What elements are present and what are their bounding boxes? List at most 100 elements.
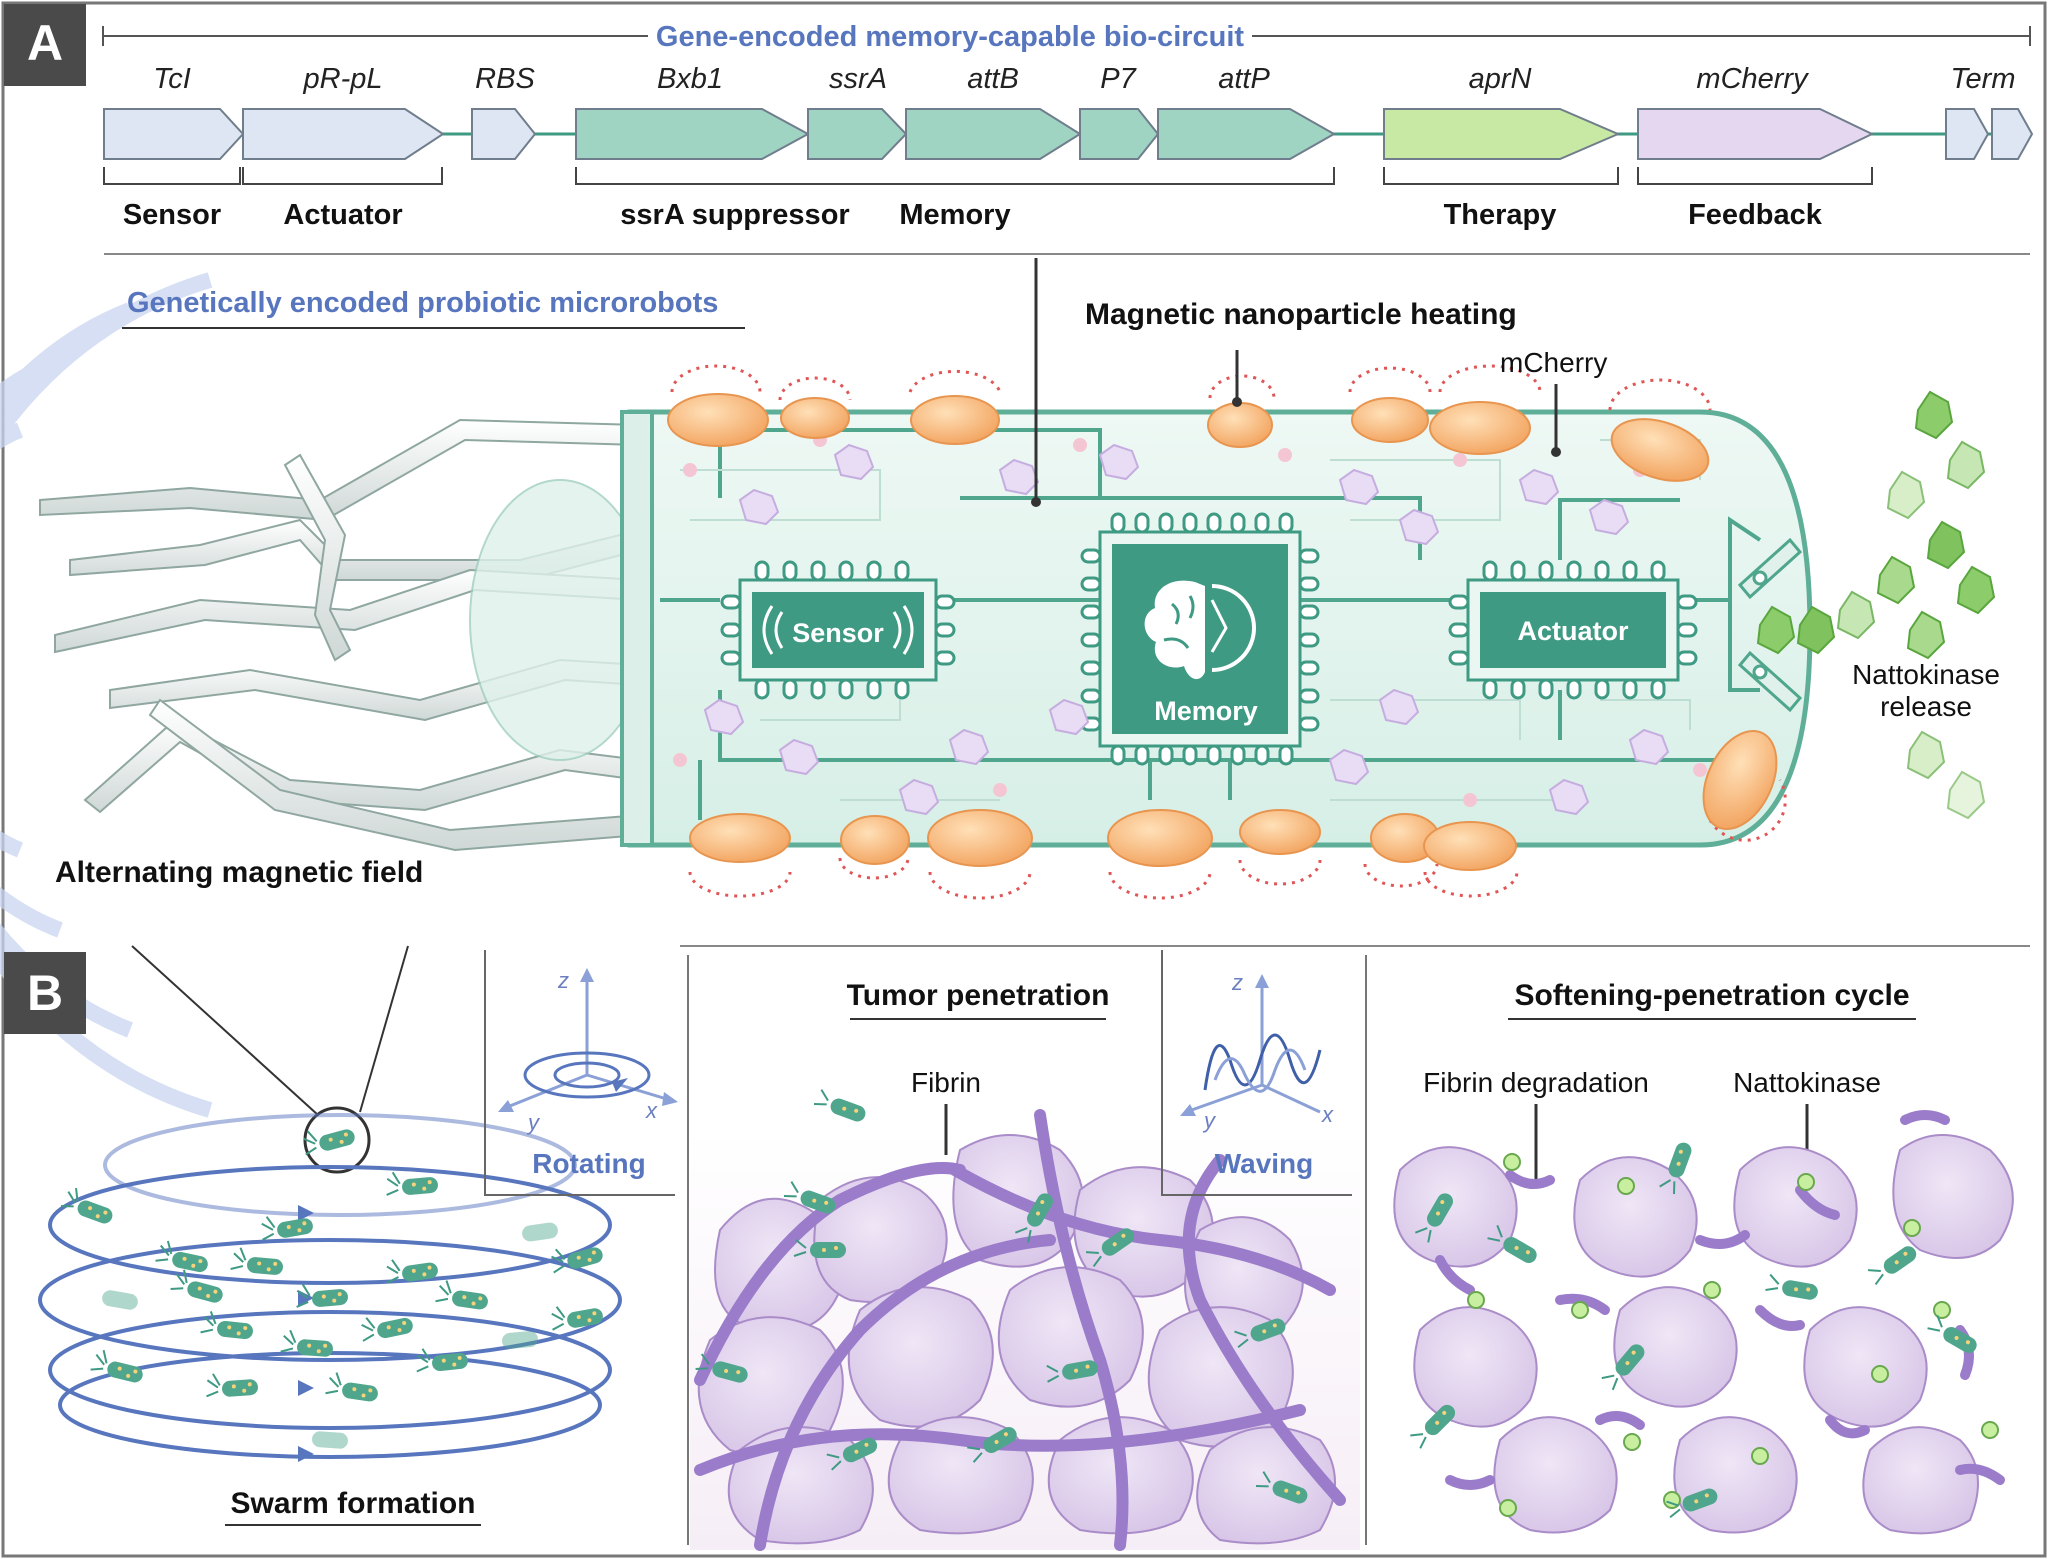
memory-chip: Memory (1080, 512, 1320, 766)
swarm-bacterium (90, 1349, 143, 1383)
swarm-bacteria (60, 1129, 603, 1449)
gene-label: Bxb1 (657, 63, 723, 95)
gene-label: attP (1218, 63, 1270, 95)
fibrin-strand (754, 1234, 1056, 1551)
tumor-cell (1803, 1306, 1928, 1428)
zoom-line-left (131, 945, 319, 1116)
cycle-cells (1393, 1134, 2014, 1535)
tumor-cell (1196, 1426, 1336, 1545)
nanoparticle (840, 815, 910, 865)
tumor-bacterium (813, 1089, 866, 1122)
swarm-bacterium (386, 1171, 438, 1196)
nanoparticle (927, 809, 1033, 867)
nattokinase-molecule (1946, 770, 1986, 820)
nattokinase-molecule (1906, 610, 1946, 660)
sensor-chip: Sensor (720, 560, 956, 700)
sensor-waves-icon (762, 605, 914, 655)
nattokinase-molecule (1906, 730, 1946, 780)
circuit-title: Gene-encoded memory-capable bio-circuit (656, 21, 1245, 53)
gene-label: attB (967, 63, 1019, 95)
panel-a: A Gene-encoded memory-capable bio-circui… (0, 4, 2034, 1118)
gene-label: Term (1951, 63, 2016, 95)
function-label: ssrA suppressor (620, 199, 849, 231)
degradation-label: Fibrin degradation (1423, 1067, 1649, 1098)
zoom-line-right (359, 945, 409, 1113)
sensor-chip-label: Sensor (792, 618, 884, 648)
gene-label: ssrA (829, 63, 887, 95)
actuator-chip: Actuator (1448, 560, 1698, 700)
fibrin-fragment (1595, 1411, 1645, 1430)
function-brackets (103, 167, 1873, 185)
tumor-bacterium (1014, 1193, 1053, 1243)
secretion-gate (1737, 537, 1803, 713)
tumor-cell (1573, 1156, 1698, 1278)
swarm-bacterium (170, 1269, 223, 1303)
clock-icon (1211, 584, 1256, 672)
gene-arrow-tci (103, 108, 245, 160)
microrobot-title: Genetically encoded probiotic microrobot… (127, 287, 718, 319)
cycle-bacteria (1410, 1142, 1977, 1519)
gene-label: RBS (475, 63, 535, 95)
heating-label: Magnetic nanoparticle heating (1085, 298, 1517, 331)
tumor-bacterium (826, 1437, 878, 1471)
swarm-bacterium (551, 1247, 603, 1274)
waving-label: Waving (1215, 1148, 1314, 1179)
inner-dots (673, 433, 1707, 807)
nanoparticle (1423, 821, 1517, 871)
cycle-bacterium (1927, 1314, 1977, 1353)
panel-b-letter: B (27, 965, 63, 1021)
swarm-bacterium (200, 1311, 253, 1340)
cycle-bacterium (1414, 1193, 1453, 1243)
swarm-bacterium (551, 1306, 603, 1331)
memory-chip-label: Memory (1154, 696, 1258, 726)
panel-a-letter-box (4, 4, 86, 86)
cycle-bacterium (1659, 1142, 1692, 1195)
nanoparticle (667, 393, 769, 447)
swarm-bacterium (296, 1283, 348, 1308)
waving-axis-y: y (1202, 1108, 1217, 1133)
swarm-bacterium (416, 1348, 468, 1373)
fibrin-fragments (1435, 1110, 2005, 1490)
cycle-bacterium (1765, 1273, 1818, 1300)
magnetic-nanoparticles (667, 364, 1787, 900)
swarm-bacterium (386, 1259, 438, 1284)
swarm-bacterium (502, 1331, 538, 1349)
nattokinase-molecule (1756, 605, 1796, 655)
tumor-cell (1393, 1146, 1518, 1268)
gene-label-group: TcI pR-pL RBS Bxb1 ssrA attB P7 attP apr… (153, 63, 2015, 95)
swarm-bacterium (280, 1329, 333, 1357)
fibrin-fragment (1755, 1305, 1805, 1331)
tumor-cell (1613, 1286, 1738, 1408)
fibrin-fragment (1695, 1230, 1750, 1249)
swarm-bacterium (60, 1187, 113, 1224)
gene-arrow-attb (905, 108, 1082, 160)
fibrin-fragment (1435, 1255, 1475, 1295)
gene-arrow-mcherry (1637, 108, 1875, 160)
nanoparticle (1351, 397, 1429, 443)
rotating-axis-z: z (557, 968, 569, 993)
cycle-bacterium (1666, 1488, 1718, 1519)
swarm-bacterium (230, 1247, 283, 1275)
fibrin-strand (694, 1404, 1306, 1476)
swarm-bacterium (155, 1240, 208, 1273)
rotating-axis-y: y (526, 1110, 541, 1135)
gene-arrow-prpl (242, 108, 445, 160)
orbit-arrows (298, 1205, 314, 1462)
cycle-nattokinase-dots (1467, 1153, 1999, 1517)
waving-inset: z x y Waving (1161, 950, 1352, 1196)
gene-arrows (103, 108, 2034, 160)
tumor-cell (1892, 1134, 2014, 1259)
release-label-line1: Nattokinase (1852, 659, 2000, 690)
fibrin-label: Fibrin (911, 1067, 981, 1098)
swarm-bacterium (303, 1129, 355, 1156)
gene-arrow-aprn (1383, 108, 1621, 160)
tumor-title: Tumor penetration (847, 979, 1110, 1012)
gene-label: P7 (1100, 63, 1137, 95)
fibrin-fragment (1505, 1170, 1555, 1189)
rotating-inset: z x y Rotating (484, 950, 678, 1196)
mcherry-proteins (703, 443, 1670, 816)
nanoparticle (1239, 809, 1321, 855)
cycle-bacterium (1410, 1404, 1456, 1449)
swarm-orbits (38, 1113, 622, 1459)
